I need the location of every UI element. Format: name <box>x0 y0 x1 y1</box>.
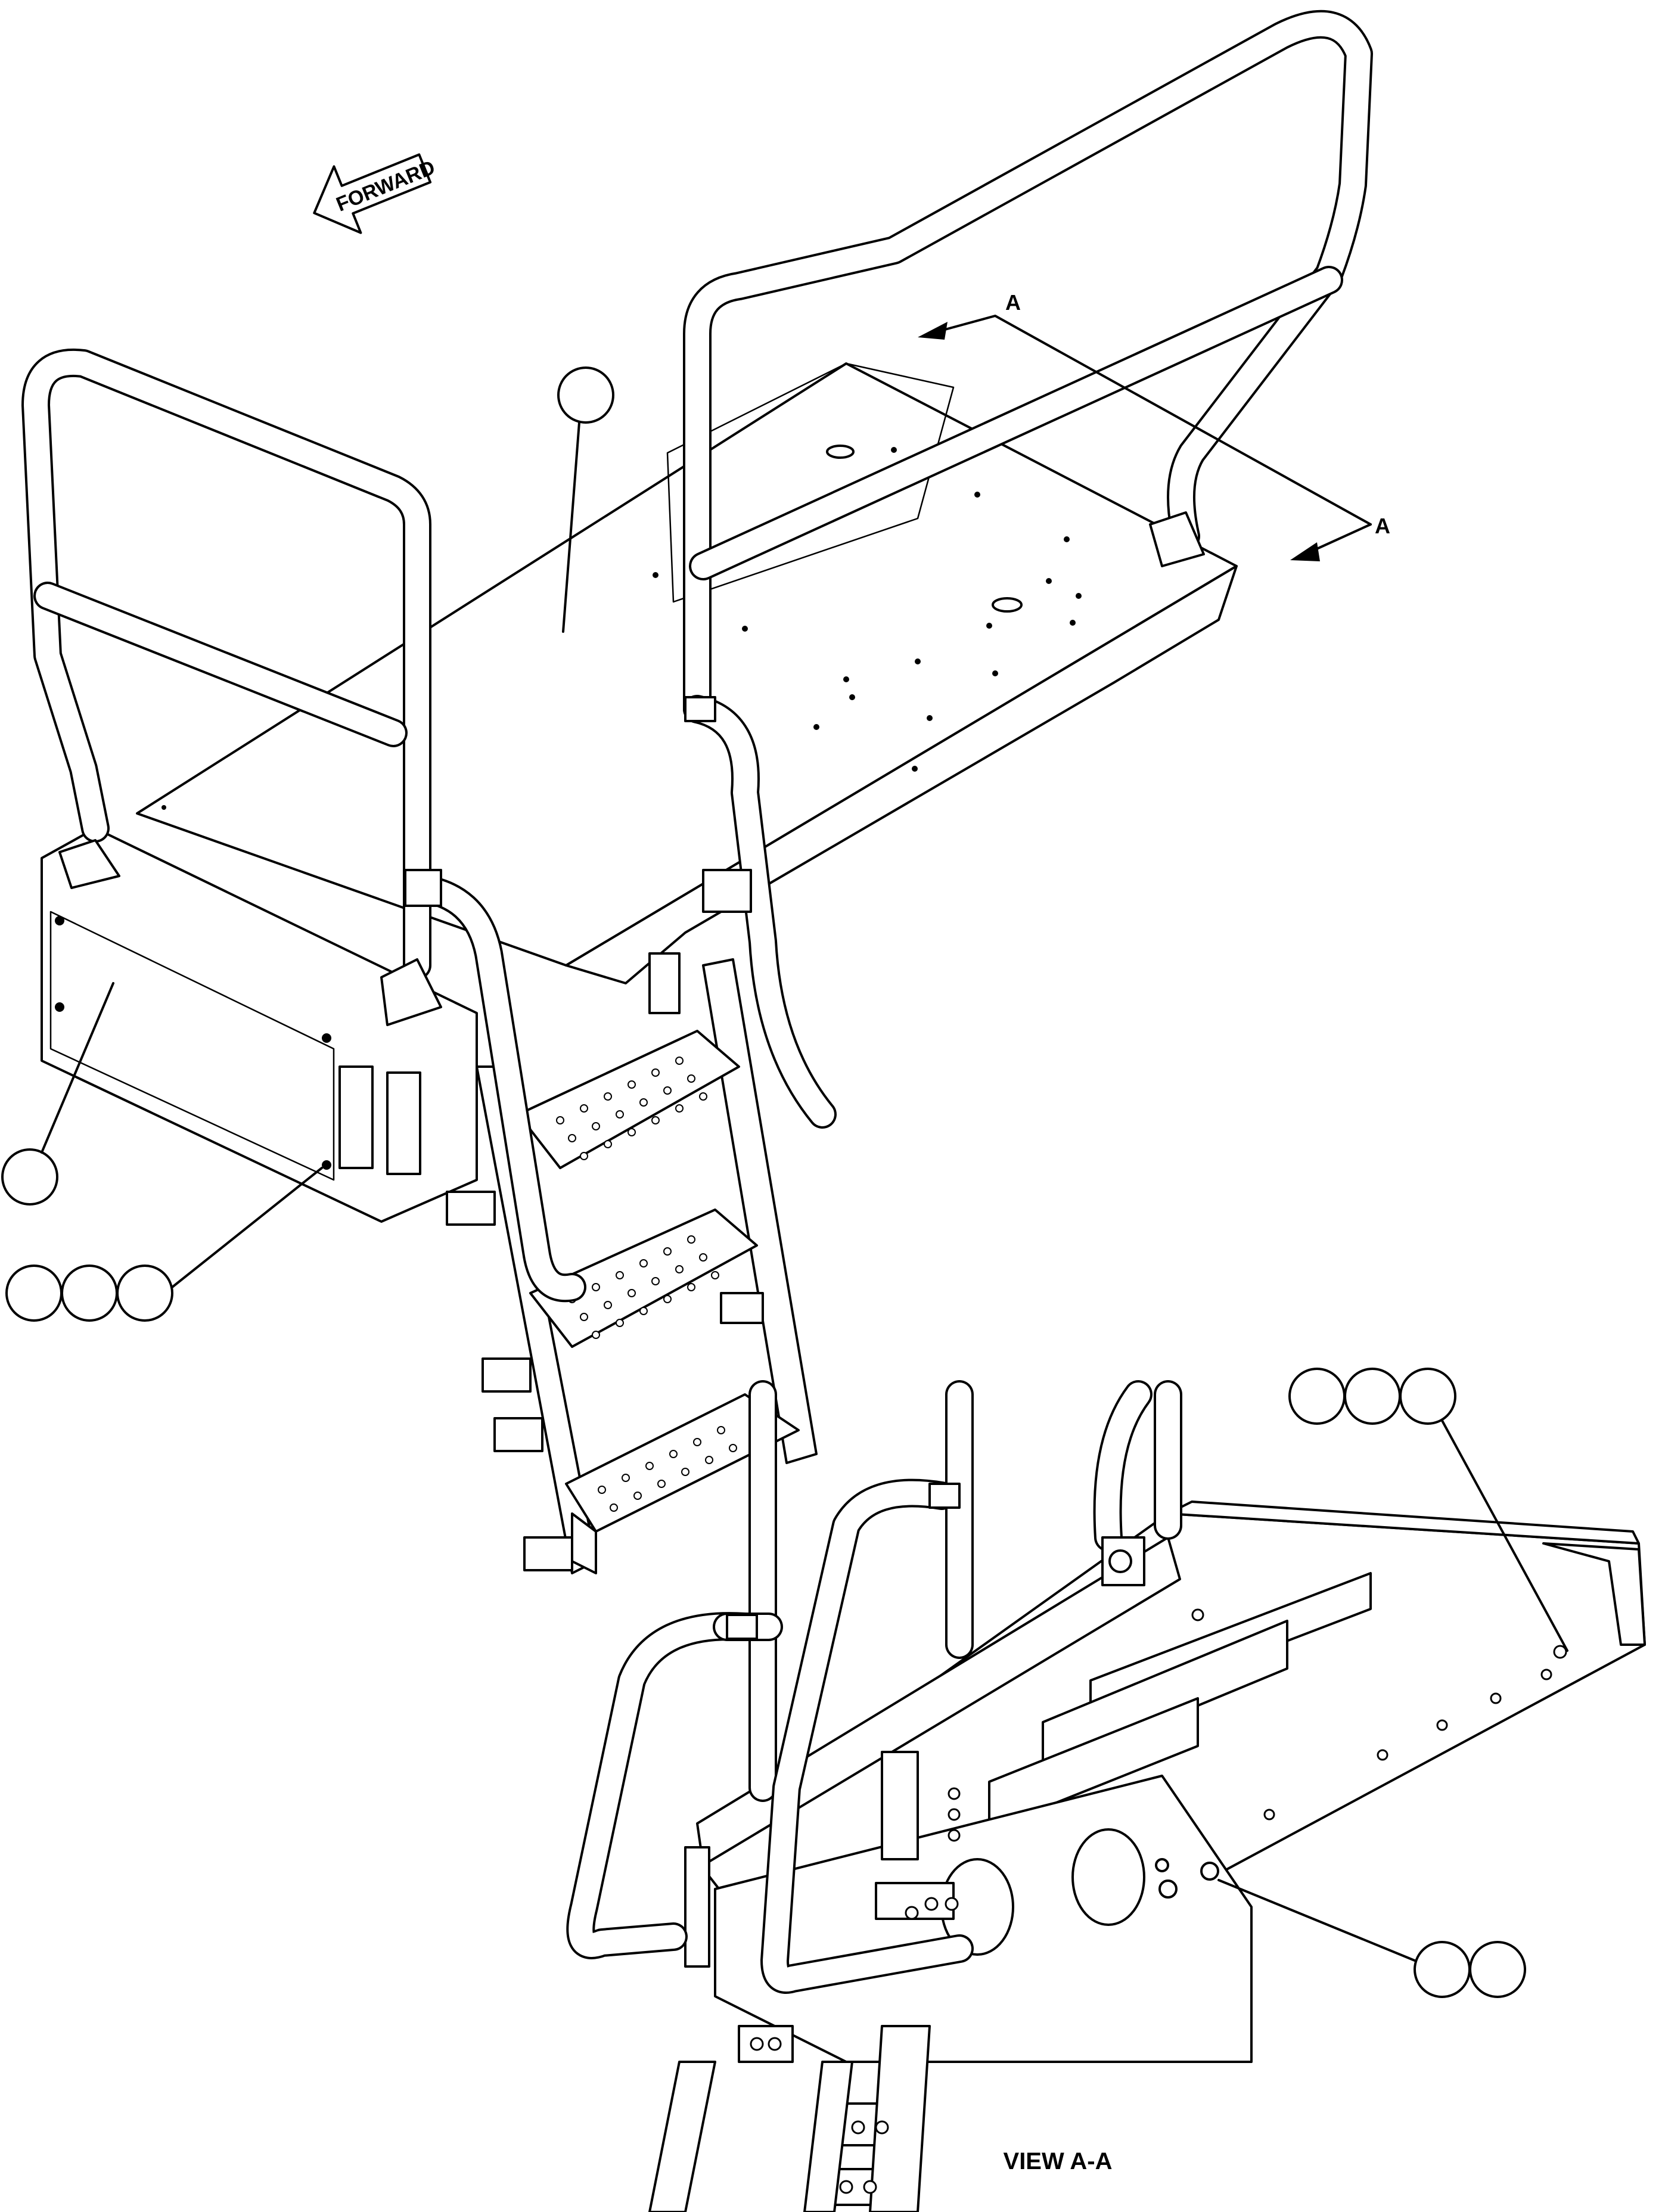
rail-clamps <box>58 511 1205 1026</box>
handrails <box>21 10 1373 1303</box>
view-a-a-detail <box>566 1380 1646 2212</box>
callout-view-top-hardware <box>1288 1368 1568 1652</box>
callout-side-panel <box>1 982 114 1206</box>
section-a-a-indicator: A A <box>918 290 1390 561</box>
ladder-bolt-plates <box>446 952 764 1571</box>
view-cylinder-2 <box>1071 1828 1145 1926</box>
section-a-label-top: A <box>1005 290 1021 315</box>
ladder-treads <box>517 1030 800 1574</box>
callout-platform <box>557 366 614 633</box>
deck-holes <box>161 445 1082 810</box>
tread-perforations <box>556 1057 737 1512</box>
callout-panel-hardware <box>5 1167 323 1322</box>
callout-view-bottom-hardware <box>1217 1879 1526 1998</box>
view-handrails <box>566 1380 1182 1994</box>
section-a-label-right: A <box>1375 514 1390 538</box>
forward-arrow: FORWARD <box>313 153 438 234</box>
view-a-a-title: VIEW A-A <box>1004 2148 1113 2174</box>
view-fasteners <box>750 1608 1567 2194</box>
platform-assembly: A A <box>21 10 1390 1574</box>
